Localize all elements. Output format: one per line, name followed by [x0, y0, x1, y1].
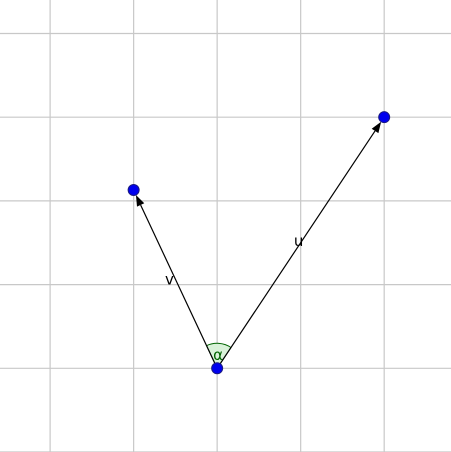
vector-v-arrowhead: [135, 194, 145, 207]
vector-v-label: v: [165, 271, 174, 289]
vector-u-endpoint[interactable]: [378, 111, 391, 124]
origin-point[interactable]: [211, 362, 224, 375]
vector-u-arrowhead: [371, 121, 382, 134]
vector-u: [216, 130, 376, 369]
vector-u-label: u: [294, 232, 304, 250]
angle-label: α: [213, 346, 223, 364]
vector-v-endpoint[interactable]: [127, 184, 140, 197]
vector-v: [140, 204, 218, 369]
